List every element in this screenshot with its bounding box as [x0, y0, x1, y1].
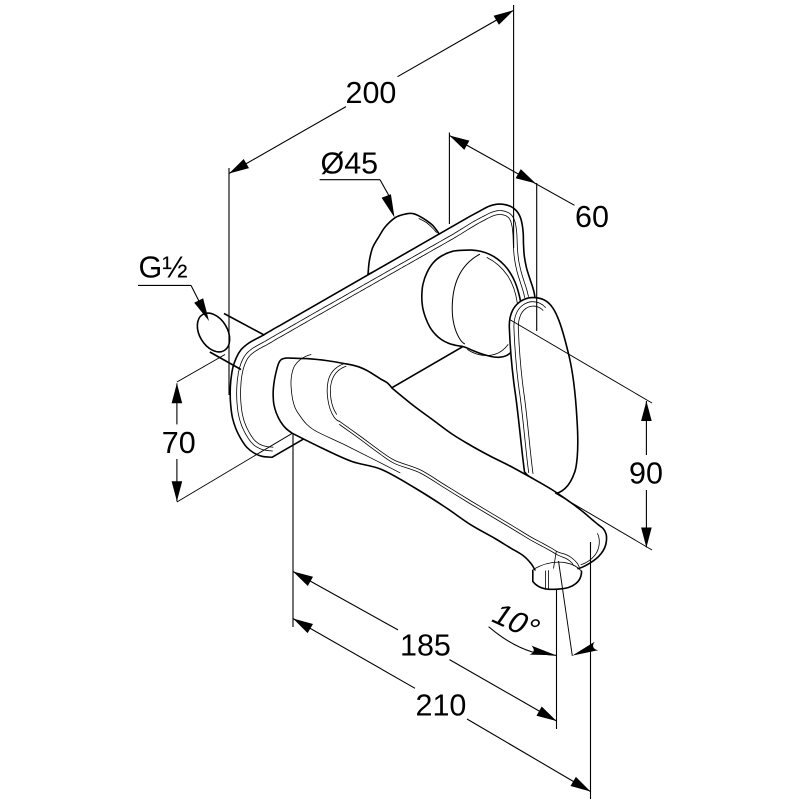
svg-text:60: 60: [575, 200, 609, 234]
svg-text:90: 90: [629, 457, 663, 491]
svg-text:210: 210: [416, 688, 467, 722]
svg-text:G½: G½: [139, 250, 188, 284]
svg-text:70: 70: [162, 426, 196, 460]
svg-text:Ø45: Ø45: [321, 147, 379, 181]
svg-text:200: 200: [346, 76, 397, 110]
svg-text:185: 185: [400, 628, 451, 662]
